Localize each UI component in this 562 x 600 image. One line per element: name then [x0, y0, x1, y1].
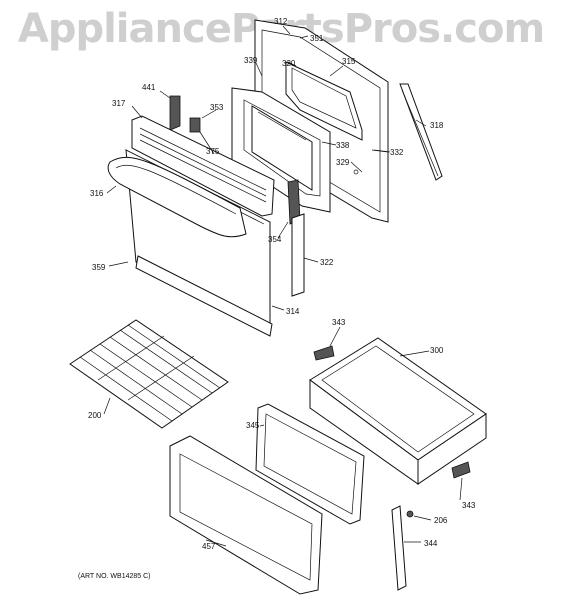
label-318: 318 [430, 121, 444, 130]
label-339: 339 [244, 56, 258, 65]
drawer-panel-345 [255, 403, 365, 525]
door-hinge-318 [399, 83, 443, 181]
label-351: 351 [310, 34, 324, 43]
label-315: 315 [342, 57, 356, 66]
drawer-glide-343-top [313, 345, 335, 361]
side-post-322 [291, 213, 305, 297]
label-322: 322 [320, 258, 334, 267]
label-200: 200 [88, 411, 102, 420]
hinge-441 [169, 95, 181, 131]
label-338: 338 [336, 141, 350, 150]
door-handle-316 [107, 156, 247, 238]
label-343-bottom: 343 [462, 501, 476, 510]
label-359: 359 [92, 263, 106, 272]
leader-lines [103, 25, 463, 547]
label-354: 354 [268, 235, 282, 244]
label-329: 329 [336, 158, 350, 167]
oven-rack-200 [69, 319, 229, 429]
label-314: 314 [286, 307, 300, 316]
drawer-glide-343-bottom [451, 461, 471, 479]
art-number: (ART NO. WB14285 C) [78, 573, 151, 580]
label-320: 320 [282, 59, 296, 68]
vent-trim-317 [131, 115, 275, 217]
label-316: 316 [90, 189, 104, 198]
label-375: 375 [206, 147, 220, 156]
drawer-rail-344 [391, 505, 407, 591]
drawer-front-457 [169, 435, 323, 595]
label-332: 332 [390, 148, 404, 157]
label-441: 441 [142, 83, 156, 92]
label-312: 312 [274, 17, 288, 26]
label-317: 317 [112, 99, 126, 108]
label-206: 206 [434, 516, 448, 525]
label-300: 300 [430, 346, 444, 355]
storage-drawer-300 [309, 337, 487, 485]
label-353: 353 [210, 103, 224, 112]
label-457: 457 [202, 542, 216, 551]
label-345: 345 [246, 421, 260, 430]
label-343-top: 343 [332, 318, 346, 327]
clip-375 [189, 117, 201, 133]
screw-206 [406, 510, 414, 518]
label-344: 344 [424, 539, 438, 548]
